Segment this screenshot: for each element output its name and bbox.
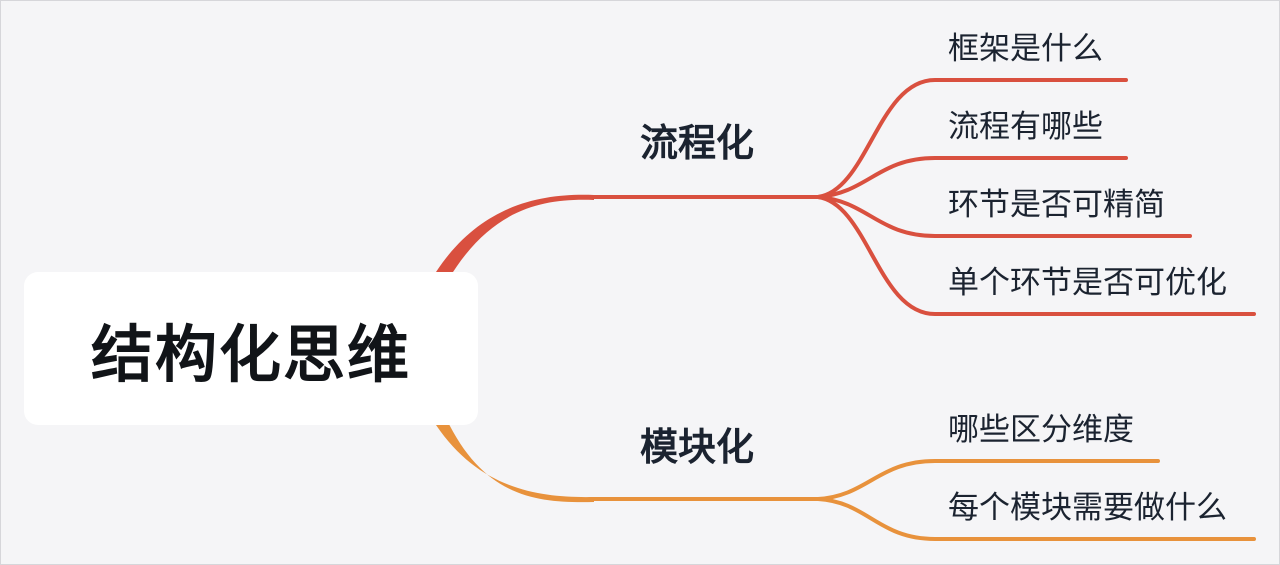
leaf-node-jingjian[interactable]: 环节是否可精简	[948, 187, 1165, 223]
leaf-node-kuangjia[interactable]: 框架是什么	[948, 31, 1103, 67]
leaf-node-weidu[interactable]: 哪些区分维度	[948, 412, 1134, 448]
branch-node-liuchenghua[interactable]: 流程化	[640, 121, 755, 165]
connector-leaf-5	[816, 459, 1160, 501]
leaf-node-youhua[interactable]: 单个环节是否可优化	[948, 265, 1227, 301]
connector-leaf-4	[816, 195, 1256, 316]
root-node[interactable]: 结构化思维	[24, 272, 478, 425]
root-node-label: 结构化思维	[90, 317, 411, 391]
connector-root-to-liuchenghua	[436, 194, 594, 280]
branch-node-mokuaihua[interactable]: 模块化	[640, 425, 755, 469]
connector-leaf-3	[816, 195, 1192, 238]
connector-leaf-1	[816, 78, 1128, 199]
connector-leaf-2	[816, 156, 1128, 199]
connector-leaf-6	[816, 497, 1256, 541]
leaf-node-liucheng[interactable]: 流程有哪些	[948, 109, 1103, 145]
leaf-node-mokuai-zuo[interactable]: 每个模块需要做什么	[948, 490, 1227, 526]
connector-root-to-mokuaihua	[436, 418, 594, 503]
